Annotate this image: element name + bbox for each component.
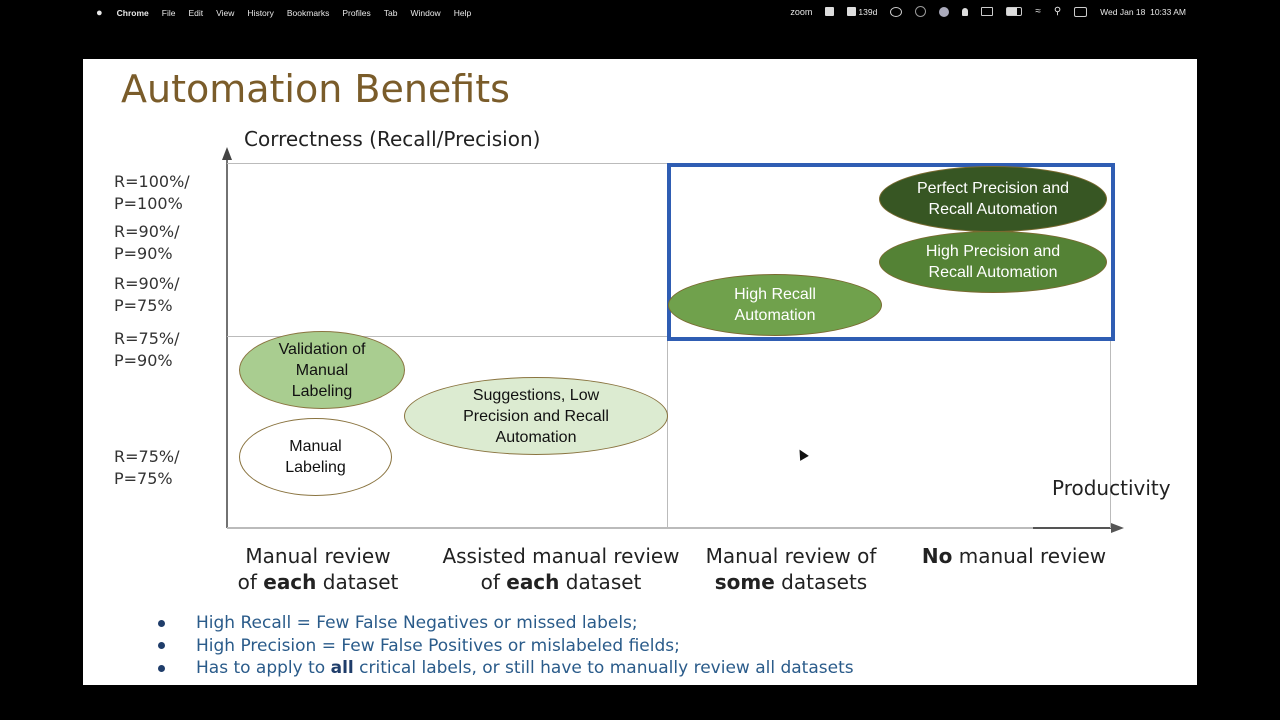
grid-line-mid <box>227 336 667 337</box>
y-tick-r90-p90: R=90%/P=90% <box>114 222 180 263</box>
menu-help[interactable]: Help <box>453 8 472 18</box>
wifi-icon[interactable]: ≈ <box>1035 6 1041 17</box>
high-correctness-highlight-box <box>667 163 1115 341</box>
search-icon[interactable]: ⚲ <box>1053 6 1062 17</box>
globe-icon[interactable] <box>915 6 927 17</box>
user-icon[interactable] <box>962 7 969 16</box>
display-icon[interactable] <box>981 7 994 16</box>
battery-icon[interactable] <box>1006 7 1023 16</box>
bullet-dot-icon <box>158 664 165 672</box>
bullet-item: High Recall = Few False Negatives or mis… <box>153 612 854 635</box>
zoom-status-icon[interactable]: zoom <box>790 6 813 17</box>
apple-icon[interactable]: ● <box>96 7 103 19</box>
y-tick-r90-p75: R=90%/P=75% <box>114 274 180 315</box>
slide-title: Automation Benefits <box>121 67 510 111</box>
menu-window[interactable]: Window <box>410 8 441 18</box>
ellipse-validation-manual-labeling: Validation of Manual Labeling <box>239 331 405 409</box>
slide: Automation Benefits Correctness (Recall/… <box>83 59 1197 685</box>
grid-line-right <box>1110 337 1111 528</box>
bullet-dot-icon <box>158 619 165 627</box>
y-tick-r100-p100: R=100%/P=100% <box>114 172 190 213</box>
x-category-assisted-review-each: Assisted manual review of each dataset <box>442 544 680 594</box>
ellipse-suggestions-low-precision: Suggestions, Low Precision and Recall Au… <box>404 377 668 455</box>
axes <box>222 147 1124 533</box>
bullet-item: High Precision = Few False Positives or … <box>153 635 854 658</box>
linkedin-icon <box>847 7 857 16</box>
ellipse-manual-labeling: Manual Labeling <box>239 418 392 496</box>
grid-line-top <box>227 163 667 164</box>
menu-view[interactable]: View <box>216 8 235 18</box>
creative-cloud-icon[interactable] <box>890 6 903 17</box>
globe-filled-icon[interactable] <box>939 6 950 17</box>
x-axis-label: Productivity <box>1052 476 1171 500</box>
menu-bar: ● Chrome File Edit View History Bookmark… <box>0 0 1280 24</box>
bullet-dot-icon <box>158 642 165 650</box>
menu-profiles[interactable]: Profiles <box>342 8 371 18</box>
clock[interactable]: Wed Jan 18 10:33 AM <box>1100 6 1186 17</box>
y-tick-r75-p75: R=75%/P=75% <box>114 447 180 488</box>
drive-icon[interactable] <box>825 7 835 16</box>
control-center-icon[interactable] <box>1074 6 1088 17</box>
x-category-manual-review-some: Manual review of some datasets <box>705 544 877 594</box>
linkedin-status[interactable]: 139d <box>847 7 877 17</box>
bullet-list: High Recall = Few False Negatives or mis… <box>153 612 854 680</box>
x-category-no-manual-review: No manual review <box>921 544 1107 568</box>
menu-bookmarks[interactable]: Bookmarks <box>286 8 330 18</box>
menu-tab[interactable]: Tab <box>383 8 398 18</box>
ellipse-perfect-precision-recall: Perfect Precision and Recall Automation <box>879 166 1107 232</box>
menu-app-name[interactable]: Chrome <box>116 8 149 18</box>
menu-edit[interactable]: Edit <box>188 8 204 18</box>
grid-line-center <box>667 163 668 528</box>
y-axis-label: Correctness (Recall/Precision) <box>244 127 541 151</box>
ellipse-high-recall: High Recall Automation <box>668 274 882 336</box>
menu-file[interactable]: File <box>161 8 176 18</box>
y-tick-r75-p90: R=75%/P=90% <box>114 329 180 370</box>
menu-history[interactable]: History <box>247 8 274 18</box>
ellipse-high-precision-recall: High Precision and Recall Automation <box>879 231 1107 293</box>
linkedin-badge: 139d <box>858 6 878 17</box>
bullet-item: Has to apply to all critical labels, or … <box>153 657 854 680</box>
x-category-manual-review-each: Manual review of each dataset <box>237 544 399 594</box>
